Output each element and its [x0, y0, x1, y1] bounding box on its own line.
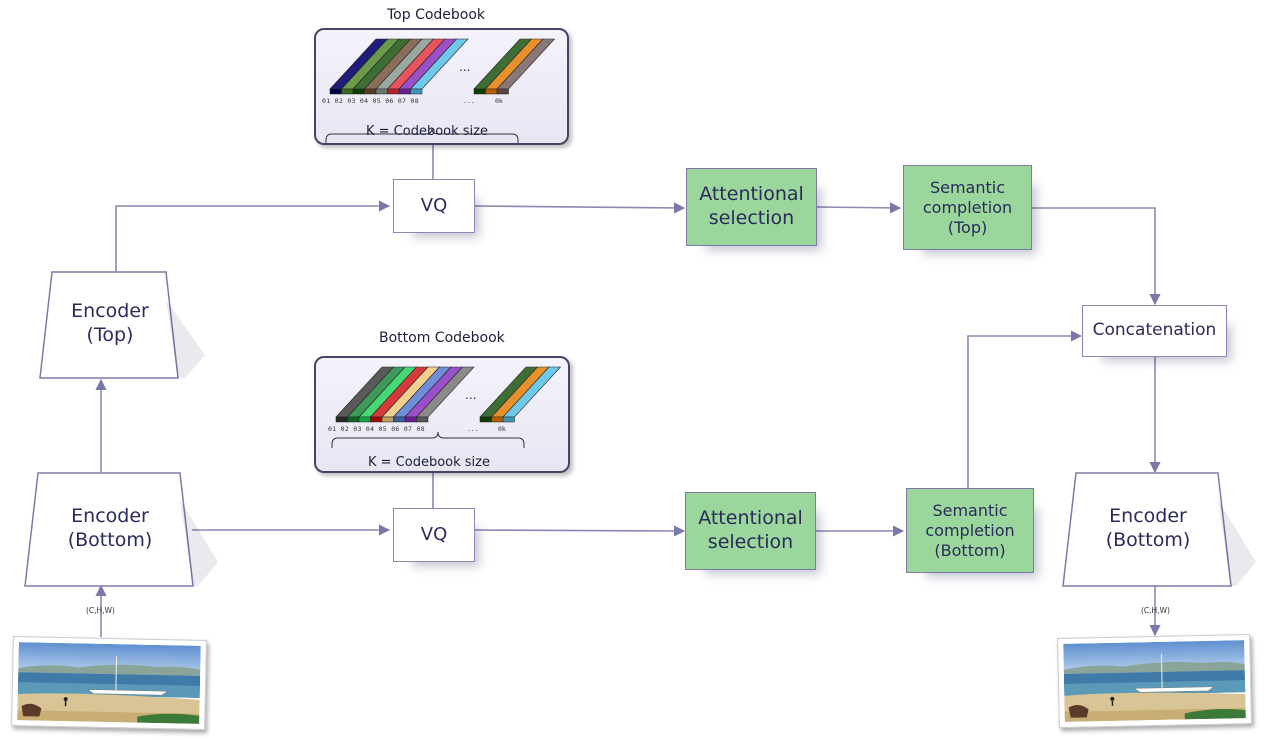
- semantic-completion-bottom: Semantic completion (Bottom): [906, 488, 1034, 573]
- output-image: [1057, 633, 1252, 729]
- bottom-codebook-size-label: K = Codebook size: [368, 455, 490, 470]
- vq-top-box: VQ: [393, 179, 475, 233]
- bottom-codebook-last-id: 0k: [498, 425, 506, 433]
- top-codebook-last-id: 0k: [495, 97, 503, 105]
- bottom-codebook-vector-6-edge: [393, 416, 406, 423]
- top-codebook-vector-k-3-edge: [496, 88, 509, 95]
- bottom-codebook-ellipsis: ...: [465, 388, 477, 402]
- bottom-codebook-vector-8-edge: [416, 416, 429, 423]
- encoder-top-label: Encoder (Top): [71, 300, 149, 346]
- top-codebook-vectors: [325, 38, 556, 143]
- encoder-bottom-shape: [24, 472, 194, 587]
- bottom-codebook-vector-1-edge: [335, 416, 348, 423]
- top-codebook-size-label: K = Codebook size: [366, 124, 488, 139]
- bottom-codebook-ids: 01 02 03 04 05 06 07 08: [328, 425, 425, 433]
- beach-scene-input: [17, 642, 201, 724]
- input-image: [11, 635, 207, 731]
- vq-bottom-box: VQ: [393, 508, 475, 562]
- attentional-selection-top: Attentional selection: [686, 168, 817, 246]
- encoder-bottom-label: Encoder (Bottom): [67, 505, 153, 551]
- top-codebook-ellipsis: ...: [459, 60, 471, 74]
- top-codebook-vector-7-edge: [398, 88, 411, 95]
- bottom-codebook: 01 02 03 04 05 06 07 08 ... ... 0k K = C…: [314, 356, 570, 473]
- vq-top-to-attn: [474, 202, 686, 214]
- attentional-selection-bottom: Attentional selection: [685, 492, 816, 570]
- sem-bottom-to-concat: [967, 330, 1083, 488]
- top-codebook-vector-1-edge: [329, 88, 342, 95]
- top-codebook-gap-dots: ...: [463, 97, 475, 105]
- top-codebook-vector-6-edge: [387, 88, 400, 95]
- bottom-codebook-vector-2-edge: [347, 416, 360, 423]
- top-codebook-vector-2-edge: [341, 88, 354, 95]
- top-codebook-vector-4-edge: [364, 88, 377, 95]
- enc-top-to-vq: [115, 200, 391, 272]
- sem-top-to-concat: [1032, 207, 1161, 306]
- bottom-codebook-vector-k-1-edge: [479, 416, 492, 423]
- bottom-codebook-gap-dots: ...: [467, 425, 479, 433]
- decoder-bottom-shape: [1062, 472, 1232, 587]
- bottom-codebook-vector-4-edge: [370, 416, 383, 423]
- top-codebook-ids: 01 02 03 04 05 06 07 08: [322, 97, 419, 105]
- bottom-codebook-title: Bottom Codebook: [379, 330, 505, 346]
- vq-bottom-to-attn: [474, 525, 686, 537]
- top-codebook-title: Top Codebook: [387, 7, 486, 23]
- semantic-completion-top: Semantic completion (Top): [903, 165, 1032, 250]
- encoder-top-shape: [39, 271, 179, 379]
- beach-scene-output: [1063, 640, 1246, 722]
- bottom-codebook-vector-k-3-edge: [502, 416, 515, 423]
- decoder-bottom-label: Encoder (Bottom): [1105, 505, 1191, 551]
- output-dim-label: (C,H,W): [1141, 606, 1170, 615]
- top-codebook-vector-8-edge: [410, 88, 423, 95]
- concatenation-box: Concatenation: [1082, 305, 1227, 357]
- input-dim-label: (C,H,W): [86, 606, 115, 615]
- bottom-codebook-vector-5-edge: [381, 416, 394, 423]
- bottom-codebook-vector-7-edge: [404, 416, 417, 423]
- bottom-codebook-vectors: [331, 366, 562, 448]
- bottom-codebook-vector-3-edge: [358, 416, 371, 423]
- top-codebook-vector-5-edge: [375, 88, 388, 95]
- top-codebook: 01 02 03 04 05 06 07 08 ... ... 0k K = C…: [314, 28, 569, 145]
- top-codebook-vector-k-1-edge: [473, 88, 486, 95]
- bottom-codebook-vector-k-2-edge: [491, 416, 504, 423]
- top-codebook-vector-3-edge: [352, 88, 365, 95]
- top-codebook-vector-k-2-edge: [485, 88, 498, 95]
- attn-top-to-sem: [816, 202, 902, 214]
